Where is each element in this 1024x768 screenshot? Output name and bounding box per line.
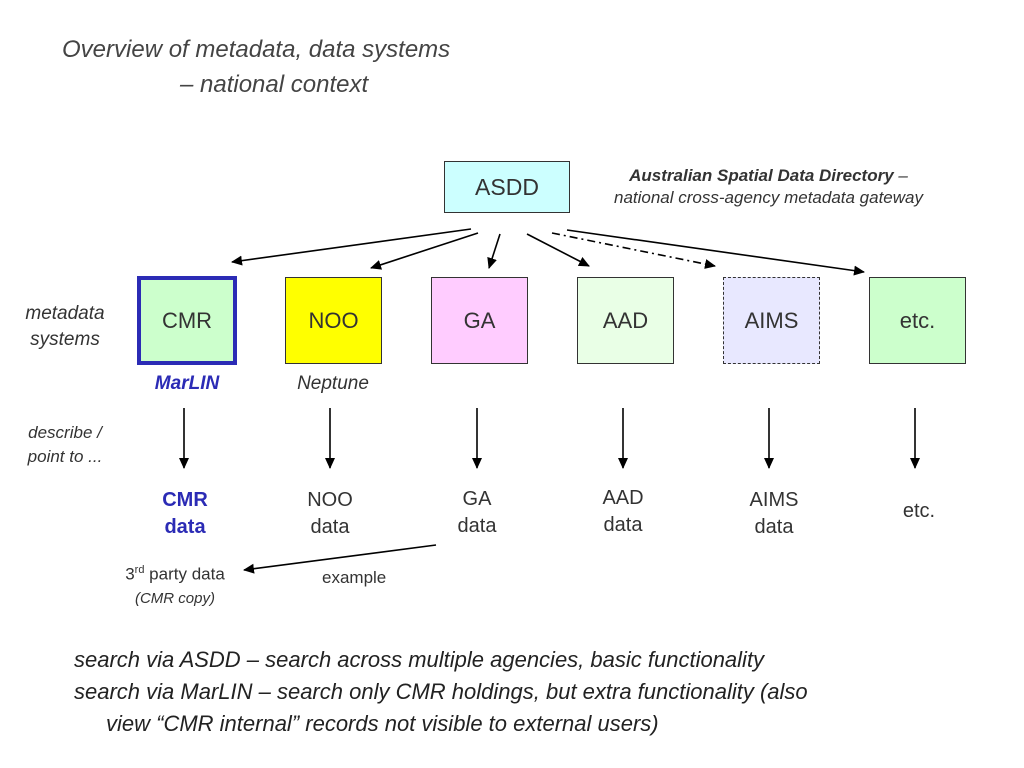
cmr-data-line-2: data: [164, 516, 206, 538]
aims-label: AIMS: [744, 307, 799, 333]
aad-box: AAD: [577, 277, 674, 364]
aims-data-line-1: AIMS: [749, 489, 799, 511]
cmr-data-label: CMR data: [130, 487, 240, 541]
noo-data-line-2: data: [310, 516, 350, 538]
neptune-label: Neptune: [297, 373, 369, 394]
asdd-box: ASDD: [444, 161, 570, 213]
note-marlin-line-2: view “CMR internal” records not visible …: [106, 711, 659, 736]
aims-data-line-2: data: [754, 516, 794, 538]
arrow-asdd-aad: [526, 233, 590, 267]
marlin-label: MarLIN: [154, 373, 220, 394]
etc-data-label: etc.: [864, 498, 974, 525]
asdd-label: ASDD: [475, 173, 539, 200]
third-party-prefix: 3: [125, 564, 135, 584]
noo-box: NOO: [285, 277, 382, 364]
title-line-1: Overview of metadata, data systems: [62, 36, 451, 63]
notes: search via ASDD – search across multiple…: [74, 644, 974, 740]
ga-data-line-1: GA: [462, 488, 492, 510]
note-marlin-line-1: search via MarLIN – search only CMR hold…: [74, 679, 808, 704]
asdd-description-rest: national cross-agency metadata gateway: [613, 188, 923, 207]
arrow-asdd-aims: [551, 232, 716, 269]
note-asdd: search via ASDD – search across multiple…: [74, 647, 765, 672]
asdd-description-dash: –: [893, 166, 908, 185]
example-label: example: [322, 568, 387, 587]
page-title: Overview of metadata, data systems – nat…: [62, 32, 542, 102]
cmr-box: CMR: [137, 276, 237, 365]
ga-data-label: GA data: [422, 486, 532, 540]
noo-data-label: NOO data: [275, 487, 385, 541]
aims-box: AIMS: [723, 277, 820, 364]
ga-label: GA: [463, 307, 496, 333]
third-party-data: 3rd party data (CMR copy): [100, 557, 250, 610]
metadata-systems-label: metadata systems: [25, 303, 105, 350]
etc-data-line-1: etc.: [902, 500, 936, 522]
aad-data-line-2: data: [603, 514, 643, 536]
arrow-asdd-cmr: [231, 228, 472, 266]
noo-data-line-1: NOO: [307, 489, 353, 511]
describe-label: describe / point to ...: [27, 423, 103, 466]
arrow-asdd-ga: [487, 233, 501, 269]
ga-data-line-2: data: [457, 515, 497, 537]
noo-label: NOO: [308, 307, 359, 333]
arrow-ga-third-party: [243, 544, 437, 574]
cmr-label: CMR: [161, 307, 213, 333]
etc-label: etc.: [899, 307, 936, 333]
asdd-description: Australian Spatial Data Directory – nati…: [596, 165, 941, 209]
asdd-description-bold: Australian Spatial Data Directory: [629, 166, 894, 185]
cmr-data-line-1: CMR: [162, 489, 208, 511]
aad-label: AAD: [602, 307, 649, 333]
arrow-asdd-noo: [370, 232, 479, 270]
aad-data-line-1: AAD: [602, 487, 644, 509]
aad-data-label: AAD data: [568, 485, 678, 539]
third-party-suffix: party data: [144, 564, 225, 584]
aims-data-label: AIMS data: [719, 487, 829, 541]
etc-box: etc.: [869, 277, 966, 364]
third-party-copy: (CMR copy): [134, 589, 215, 607]
ga-box: GA: [431, 277, 528, 364]
title-line-2: – national context: [180, 71, 369, 98]
arrow-asdd-etc: [566, 229, 865, 276]
note-marlin: search via MarLIN – search only CMR hold…: [74, 676, 974, 740]
third-party-sup: rd: [134, 564, 145, 576]
